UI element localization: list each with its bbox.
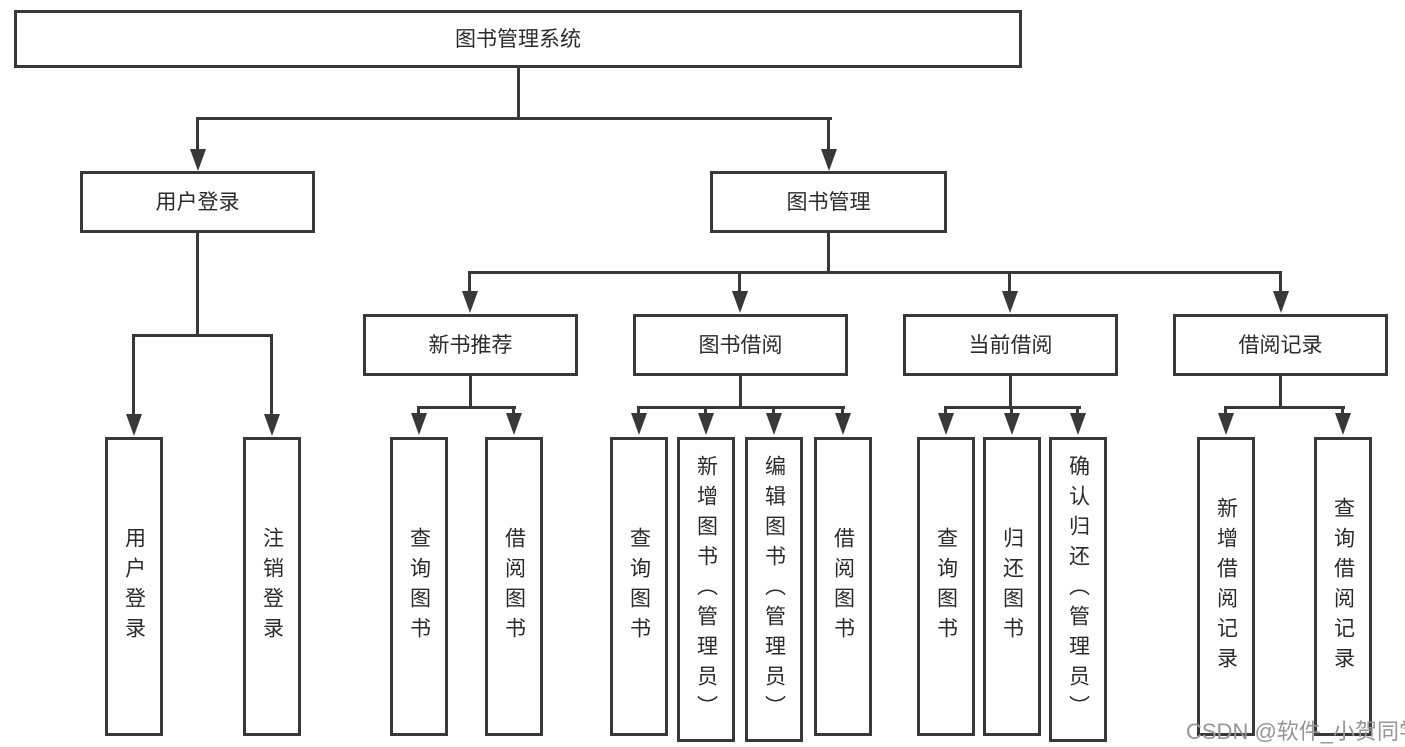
connector-stem-current-borrowing	[1009, 376, 1012, 409]
arrowhead	[264, 414, 280, 436]
leaf-query-books-recommend: 查询图书	[390, 437, 448, 736]
arrowhead	[732, 291, 748, 313]
node-new-book-recommend: 新书推荐	[363, 314, 578, 376]
connector-drop	[1341, 409, 1344, 414]
leaf-query-books-current: 查询图书	[917, 437, 975, 736]
connector-stem-user-login	[196, 233, 199, 334]
arrowhead	[766, 413, 782, 435]
node-label: 查询图书	[407, 526, 431, 647]
connector-drop	[637, 409, 640, 414]
leaf-borrow-books-borrowing: 借阅图书	[814, 437, 872, 736]
connector-hbar-root	[196, 117, 832, 120]
leaf-logout: 注销登录	[243, 437, 301, 736]
arrowhead	[1218, 413, 1234, 435]
node-label: 注销登录	[260, 526, 284, 647]
node-label: 借阅图书	[502, 526, 526, 647]
node-label: 图书管理	[786, 190, 871, 214]
arrowhead	[506, 413, 522, 435]
connector-drop	[132, 337, 135, 414]
connector-hbar-book-management	[468, 271, 1282, 274]
node-label: 归还图书	[1000, 526, 1024, 647]
arrowhead	[821, 149, 837, 171]
connector-stem-root	[517, 68, 520, 120]
leaf-user-login: 用户登录	[105, 437, 163, 736]
leaf-borrow-books-recommend: 借阅图书	[485, 437, 543, 736]
node-user-login: 用户登录	[80, 171, 315, 233]
connector-hbar-book-borrowing	[637, 406, 845, 409]
node-library-system: 图书管理系统	[14, 10, 1022, 68]
arrowhead	[462, 291, 478, 313]
leaf-edit-book-admin: 编辑图书（管理员）	[745, 437, 803, 742]
connector-drop	[772, 409, 775, 414]
leaf-confirm-return-admin: 确认归还（管理员）	[1049, 437, 1107, 742]
connector-drop	[1008, 274, 1011, 291]
node-label: 用户登录	[155, 190, 240, 214]
leaf-add-book-admin: 新增图书（管理员）	[677, 437, 735, 742]
leaf-return-book: 归还图书	[983, 437, 1041, 736]
node-label: 查询图书	[627, 526, 651, 647]
arrowhead	[1273, 291, 1289, 313]
arrowhead	[1002, 291, 1018, 313]
connector-drop	[944, 409, 947, 414]
connector-drop	[1279, 274, 1282, 291]
arrowhead	[631, 413, 647, 435]
node-label: 借阅图书	[831, 526, 855, 647]
connector-stem-new-book-recommend	[469, 376, 472, 409]
connector-drop	[1076, 409, 1079, 414]
connector-drop	[270, 337, 273, 414]
arrowhead	[126, 414, 142, 436]
node-label: 确认归还（管理员）	[1066, 454, 1090, 725]
node-label: 新书推荐	[428, 333, 513, 357]
connector-stem-book-management	[827, 233, 830, 274]
connector-hbar-borrowing-records	[1224, 406, 1345, 409]
leaf-query-books-borrowing: 查询图书	[610, 437, 668, 736]
connector-drop	[512, 409, 515, 414]
connector-drop	[827, 120, 830, 150]
connector-hbar-user-login	[132, 334, 273, 337]
node-label: 编辑图书（管理员）	[762, 454, 786, 725]
arrowhead	[1070, 413, 1086, 435]
node-label: 新增图书（管理员）	[694, 454, 718, 725]
arrowhead	[938, 413, 954, 435]
node-book-management: 图书管理	[710, 171, 947, 233]
connector-hbar-current-borrowing	[944, 406, 1081, 409]
node-borrowing-records: 借阅记录	[1173, 314, 1388, 376]
connector-drop	[841, 409, 844, 414]
arrowhead	[411, 413, 427, 435]
arrowhead	[190, 149, 206, 171]
connector-drop	[704, 409, 707, 414]
arrowhead	[698, 413, 714, 435]
node-label: 用户登录	[122, 526, 146, 647]
arrowhead	[1335, 413, 1351, 435]
node-current-borrowing: 当前借阅	[903, 314, 1118, 376]
connector-drop	[196, 120, 199, 150]
connector-drop	[1224, 409, 1227, 414]
leaf-add-borrow-record: 新增借阅记录	[1197, 437, 1255, 736]
node-label: 查询借阅记录	[1331, 496, 1355, 677]
connector-stem-borrowing-records	[1279, 376, 1282, 409]
connector-stem-book-borrowing	[739, 376, 742, 409]
node-label: 当前借阅	[968, 333, 1053, 357]
node-label: 借阅记录	[1238, 333, 1323, 357]
arrowhead	[835, 413, 851, 435]
node-label: 查询图书	[934, 526, 958, 647]
node-label: 新增借阅记录	[1214, 496, 1238, 677]
connector-drop	[738, 274, 741, 291]
connector-drop	[1010, 409, 1013, 414]
leaf-query-borrow-record: 查询借阅记录	[1314, 437, 1372, 736]
node-book-borrowing: 图书借阅	[633, 314, 848, 376]
connector-drop	[417, 409, 420, 414]
connector-drop	[468, 274, 471, 291]
connector-hbar-new-book-recommend	[417, 406, 516, 409]
csdn-watermark: CSDN @软件_小贺同学	[1186, 719, 1405, 744]
arrowhead	[1004, 413, 1020, 435]
node-label: 图书管理系统	[455, 27, 581, 51]
node-label: 图书借阅	[698, 333, 783, 357]
